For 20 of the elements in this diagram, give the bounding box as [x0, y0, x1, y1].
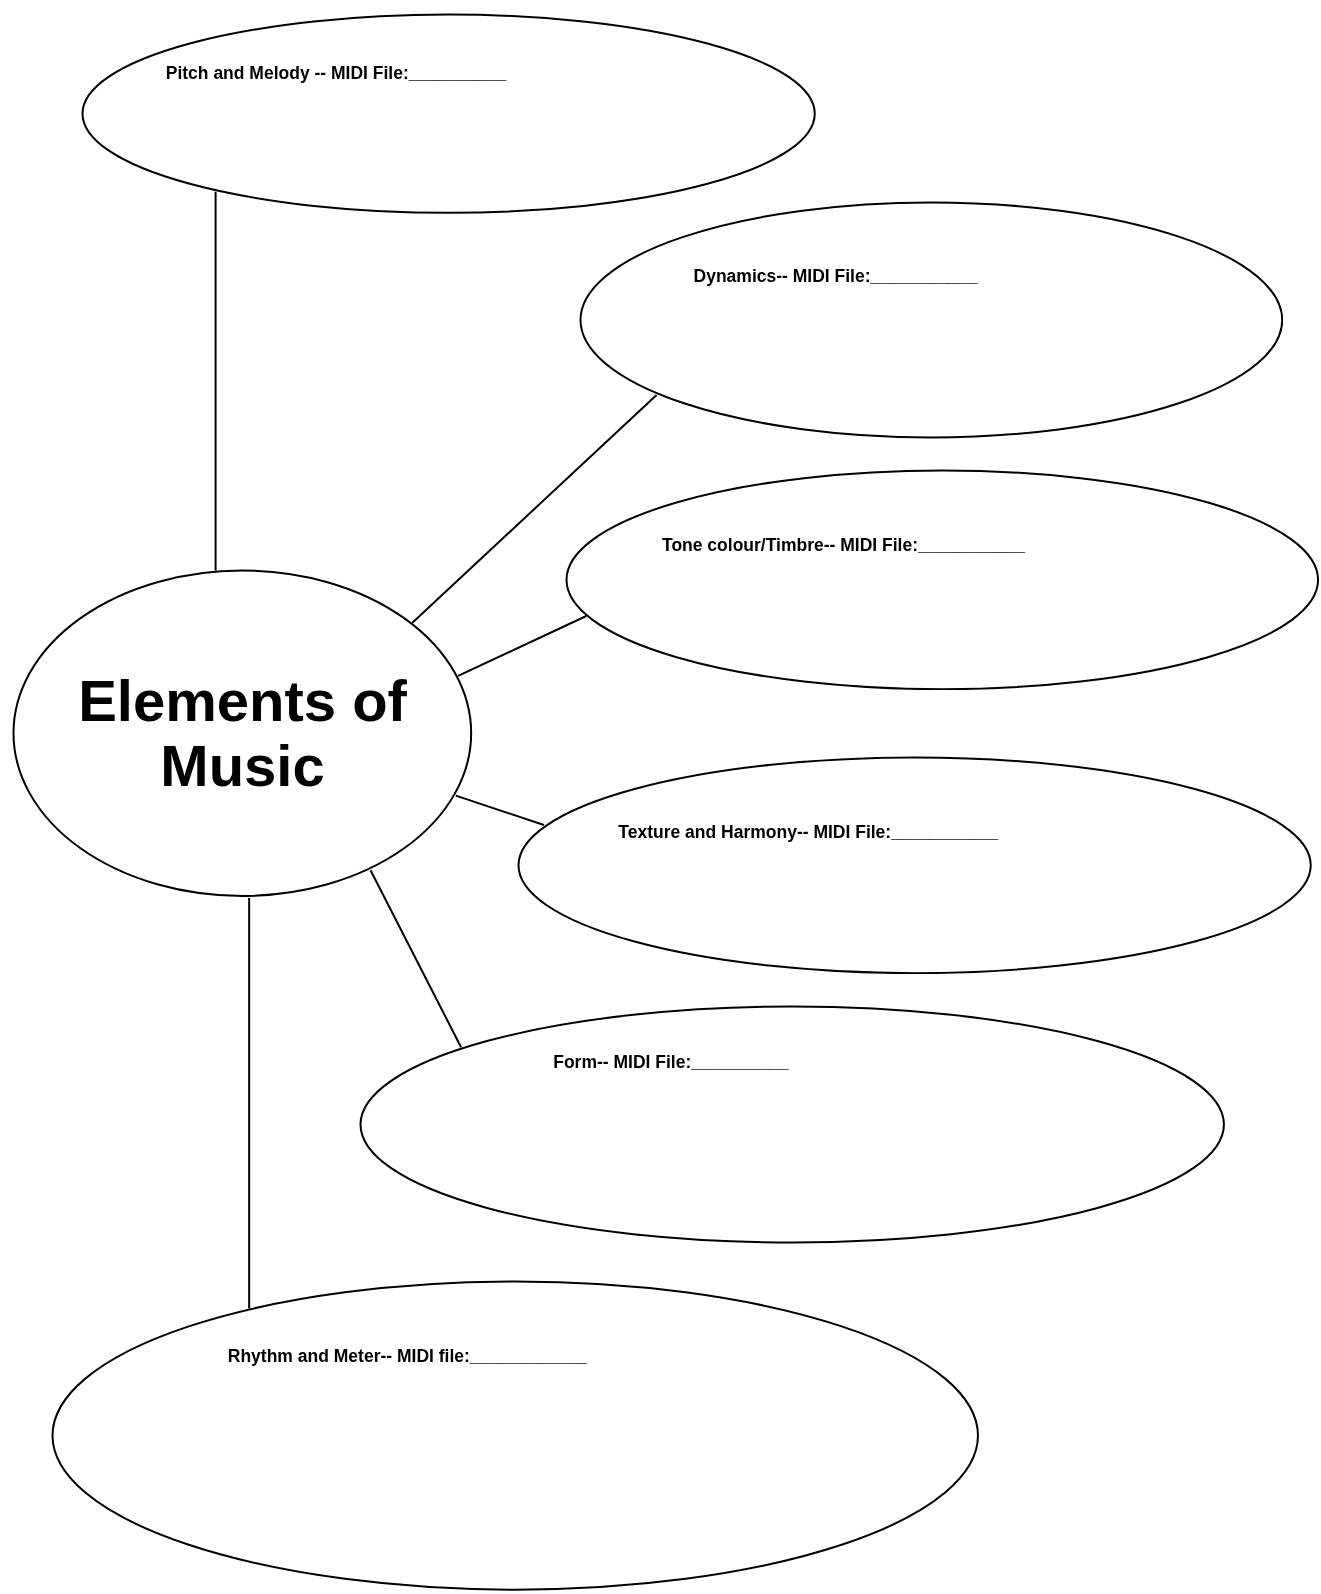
node-label: Form-- MIDI File:__________ [553, 1051, 789, 1074]
ellipse-node [81, 13, 817, 215]
node-label: Dynamics-- MIDI File:___________ [693, 265, 978, 288]
ellipse-node [358, 1004, 1226, 1244]
ellipse-node [516, 755, 1312, 975]
connector-line [369, 869, 463, 1049]
ellipse-node [12, 569, 473, 898]
connector-line [454, 794, 545, 827]
connector-line [248, 896, 251, 1310]
ellipse-node [565, 468, 1320, 691]
node-label: Texture and Harmony-- MIDI File:___________ [618, 821, 999, 844]
connector-line [457, 615, 588, 677]
node-label: Pitch and Melody -- MIDI File:__________ [165, 63, 507, 86]
ellipse-node [578, 201, 1284, 440]
ellipse-node [50, 1280, 980, 1592]
node-title: Elements of Music [77, 668, 408, 799]
connector-line [411, 393, 658, 624]
node-label: Tone colour/Timbre-- MIDI File:___________ [662, 535, 1026, 557]
connector-line [214, 190, 217, 572]
node-label: Rhythm and Meter-- MIDI file:____________ [227, 1345, 587, 1368]
